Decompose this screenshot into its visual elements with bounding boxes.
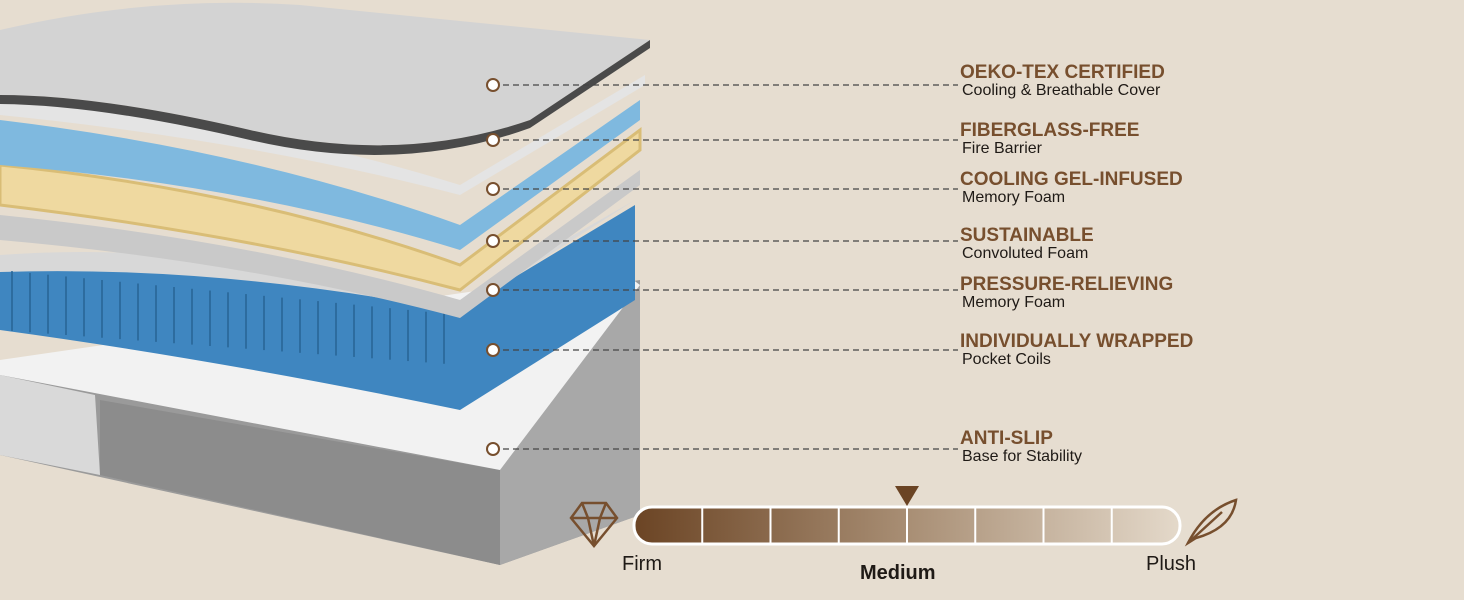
firm-label: Firm xyxy=(622,553,662,575)
firmness-marker xyxy=(895,486,919,506)
layer-title: OEKO-TEX CERTIFIED xyxy=(960,62,1165,83)
medium-label: Medium xyxy=(860,562,936,584)
layer-title: FIBERGLASS-FREE xyxy=(960,120,1140,141)
layer-subtitle: Memory Foam xyxy=(962,188,1066,206)
layer-title: PRESSURE-RELIEVING xyxy=(960,274,1174,295)
layer-subtitle: Fire Barrier xyxy=(962,139,1043,157)
layer-marker-dot xyxy=(486,234,500,248)
layer-title: SUSTAINABLE xyxy=(960,225,1094,246)
layer-subtitle: Cooling & Breathable Cover xyxy=(962,81,1161,99)
layer-subtitle: Base for Stability xyxy=(962,447,1083,465)
layer-title: INDIVIDUALLY WRAPPED xyxy=(960,331,1194,352)
layer-marker-dot xyxy=(486,182,500,196)
layer-subtitle: Memory Foam xyxy=(962,293,1066,311)
memory-foam-layer xyxy=(0,170,640,318)
layer-title: COOLING GEL-INFUSED xyxy=(960,169,1183,190)
plush-label: Plush xyxy=(1146,553,1197,575)
layer-subtitle: Pocket Coils xyxy=(962,350,1051,368)
leader-lines xyxy=(486,78,958,456)
layer-subtitle: Convoluted Foam xyxy=(962,244,1089,262)
layer-marker-dot xyxy=(486,442,500,456)
pocket-coils-layer xyxy=(0,200,635,410)
layer-marker-dot xyxy=(486,343,500,357)
diamond-icon xyxy=(569,501,619,548)
feather-icon xyxy=(1184,498,1238,547)
convoluted-foam-layer xyxy=(0,127,642,292)
layer-marker-dot xyxy=(486,78,500,92)
cover-layer xyxy=(0,2,650,155)
firmness-scale xyxy=(569,486,1238,548)
layer-title: ANTI-SLIP xyxy=(960,428,1053,449)
layer-marker-dot xyxy=(486,283,500,297)
gel-foam-layer xyxy=(0,100,640,250)
layer-marker-dot xyxy=(486,133,500,147)
